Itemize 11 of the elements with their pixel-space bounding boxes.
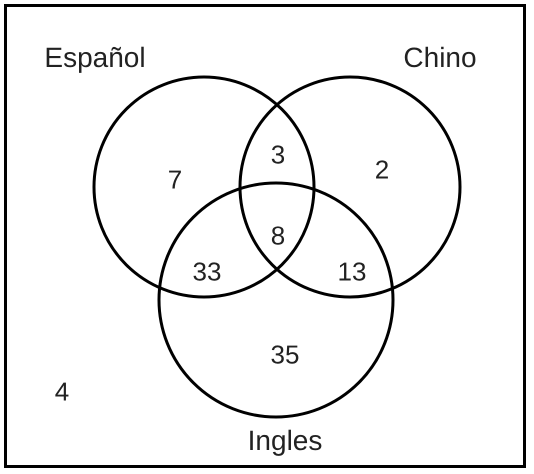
set-label: Ingles [248,425,322,457]
region-count: 13 [338,256,366,288]
region-count: 8 [270,220,286,252]
set-label: Español [44,42,146,74]
region-count: 33 [192,256,222,288]
set-label: Chino [403,42,477,74]
region-count: 7 [168,164,182,196]
region-count: 3 [270,140,286,170]
region-count: 35 [270,340,300,370]
region-count: 4 [54,376,70,408]
region-count: 2 [374,154,390,186]
